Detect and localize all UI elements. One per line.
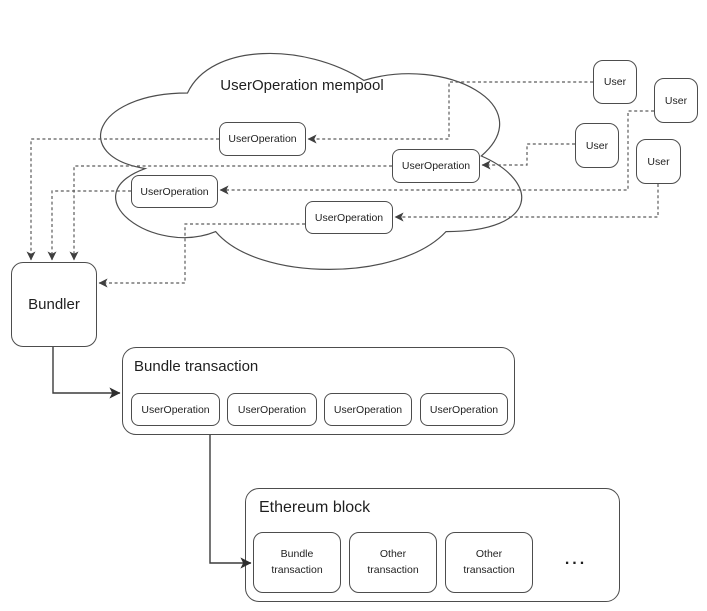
ethereum-tx-2-line2: transaction [367, 563, 419, 576]
ethereum-tx-2: Other transaction [349, 532, 437, 593]
user-box-3: User [575, 123, 619, 168]
bundler-box: Bundler [11, 262, 97, 347]
ethereum-tx-3: Other transaction [445, 532, 533, 593]
bundle-userop-4: UserOperation [420, 393, 508, 426]
ethereum-tx-2-line1: Other [379, 548, 407, 561]
user-box-4: User [636, 139, 681, 184]
mempool-userop-4: UserOperation [305, 201, 393, 234]
ethereum-tx-3-line2: transaction [463, 563, 515, 576]
ethereum-tx-1-line1: Bundle [280, 548, 314, 561]
user-box-2: User [654, 78, 698, 123]
ethereum-tx-1: Bundle transaction [253, 532, 341, 593]
mempool-userop-1: UserOperation [219, 122, 306, 156]
user-box-1: User [593, 60, 637, 104]
ethereum-tx-3-line1: Other [475, 548, 503, 561]
mempool-userop-3: UserOperation [131, 175, 218, 208]
ethereum-more-dots: ... [564, 551, 588, 568]
bundle-userop-1: UserOperation [131, 393, 220, 426]
mempool-userop-2: UserOperation [392, 149, 480, 183]
bundle-userop-2: UserOperation [227, 393, 317, 426]
bundle-userop-3: UserOperation [324, 393, 412, 426]
ethereum-tx-1-line2: transaction [271, 563, 323, 576]
bundle-transaction-title: Bundle transaction [134, 358, 259, 375]
ethereum-block-title: Ethereum block [259, 499, 371, 516]
mempool-title: UserOperation mempool [220, 77, 384, 94]
